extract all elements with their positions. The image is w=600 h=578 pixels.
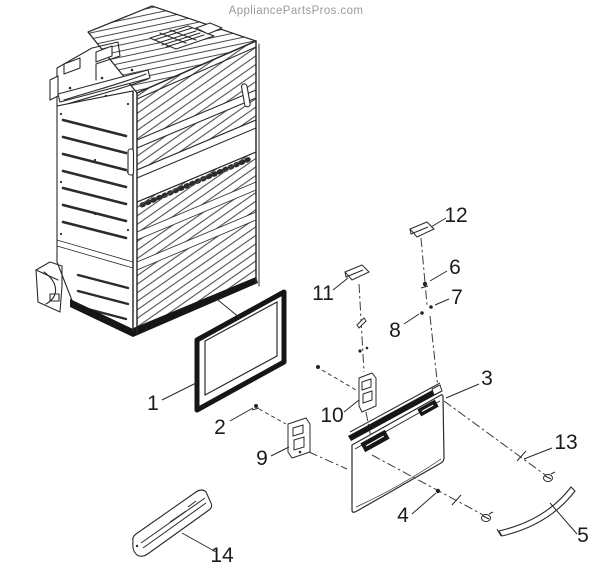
callout-3: 3 [481, 367, 493, 390]
callout-12: 12 [444, 204, 467, 227]
part-7-screw: 7 [429, 286, 463, 309]
part-13-screw-line: 13 [443, 400, 578, 482]
callout-14: 14 [210, 544, 234, 567]
part-4-screw-line: 4 [371, 454, 494, 527]
part-1-door-gasket: 1 [147, 289, 287, 415]
part-6-screw: 6 [420, 256, 461, 289]
callout-9: 9 [256, 447, 268, 470]
callout-10: 10 [320, 404, 343, 427]
hinge-slot-right [240, 83, 251, 108]
watermark-text: AppliancePartsPros.com [229, 5, 364, 17]
callout-4: 4 [397, 504, 409, 527]
callout-7: 7 [451, 286, 463, 309]
callout-2: 2 [214, 416, 226, 439]
part-2-screws: 2 [214, 365, 357, 439]
compressor-machinery-sketch [49, 41, 151, 107]
part-5-door-handle: 5 [496, 486, 589, 547]
part-14-rail-cover: 14 [132, 489, 234, 567]
part-12-cap-right: 12 [409, 204, 468, 390]
part-9-hinge-bracket-left: 9 [256, 417, 348, 470]
part-8-screw: 8 [389, 311, 424, 342]
callout-11: 11 [312, 282, 334, 305]
callout-8: 8 [389, 319, 401, 342]
part-10-hinge-bracket-right: 10 [320, 372, 377, 427]
hinge-slot-left [127, 148, 135, 176]
callout-5: 5 [577, 524, 589, 547]
refrigerator-cabinet-drawing [35, 5, 260, 337]
callout-6: 6 [449, 256, 461, 279]
callout-13: 13 [554, 431, 577, 454]
part-3-door-rail: 3 [348, 367, 493, 453]
cabinet-left-panel [56, 90, 134, 332]
cabinet-base-bracket [35, 261, 63, 313]
part-11-cap-left: 11 [312, 264, 372, 439]
callout-1: 1 [147, 392, 159, 415]
